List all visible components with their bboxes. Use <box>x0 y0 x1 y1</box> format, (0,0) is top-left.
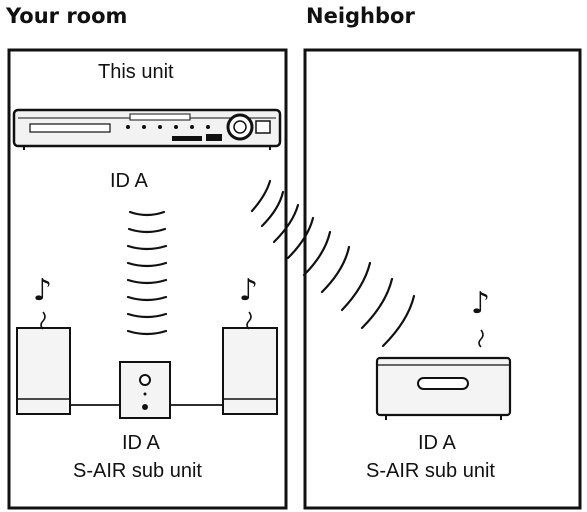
neighbor-heading: Neighbor <box>306 4 415 28</box>
music-note-icon: ♪ <box>33 273 53 308</box>
your-room-heading: Your room <box>6 4 128 28</box>
neighbor-room-frame <box>303 48 582 510</box>
receiver-unit <box>12 108 282 150</box>
music-note-icon: ♪ <box>471 286 491 321</box>
subwoofer-icon <box>119 361 171 419</box>
neighbor-sub-unit-name: S-AIR sub unit <box>366 460 495 482</box>
sub-unit-name: S-AIR sub unit <box>73 460 202 482</box>
sub-unit-box <box>375 329 512 420</box>
main-unit-id: ID A <box>110 170 148 192</box>
wireless-wave-icon <box>126 210 168 336</box>
sub-unit-id: ID A <box>122 432 160 454</box>
speaker-icon <box>222 311 278 415</box>
speaker-icon <box>16 311 71 415</box>
neighbor-sub-unit-id: ID A <box>418 432 456 454</box>
music-note-icon: ♪ <box>239 273 259 308</box>
wireless-wave-icon <box>250 179 416 348</box>
your-room-frame <box>7 48 288 510</box>
main-unit-label: This unit <box>98 61 174 83</box>
